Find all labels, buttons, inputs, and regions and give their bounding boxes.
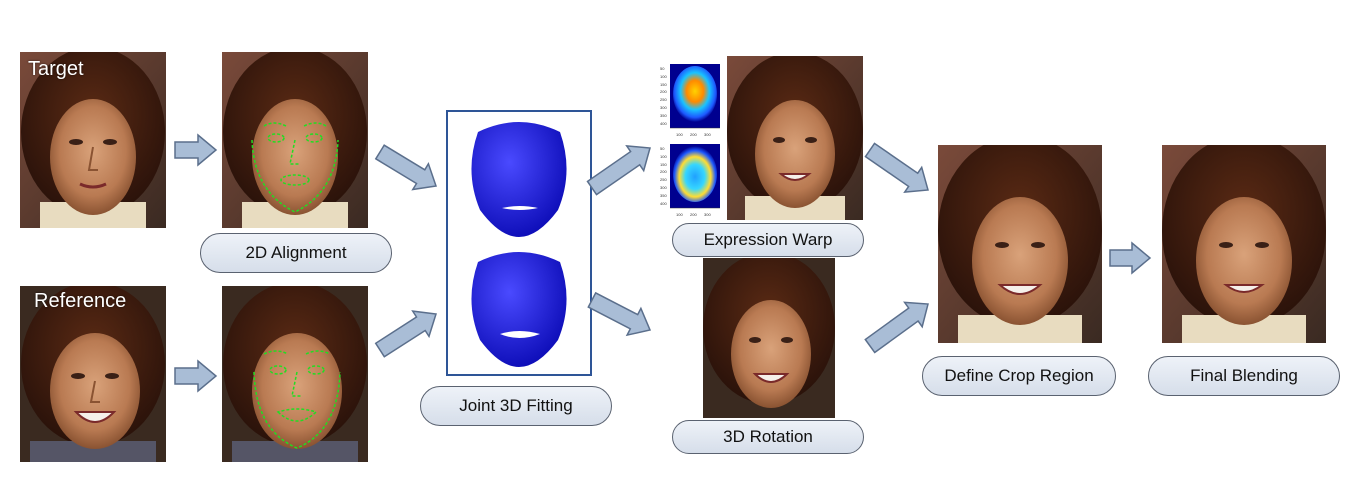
heatmap-top (658, 62, 722, 140)
arrow-rotation-to-crop (864, 301, 929, 354)
heatmap-y-tick: 200 (660, 89, 667, 95)
arrow-reference-to-aligned (174, 359, 218, 393)
stage-joint-3d-fitting: Joint 3D Fitting (420, 386, 612, 426)
heatmap-x-tick: 200 (690, 132, 697, 137)
reference-aligned-photo (222, 286, 368, 462)
heatmap-x-tick: 200 (690, 212, 697, 217)
target-label: Target (28, 58, 84, 80)
stage-label: Final Blending (1190, 366, 1298, 385)
arrow-fitting-to-warp (586, 145, 651, 196)
crop-region-photo (938, 145, 1102, 343)
arrow-fitting-to-rotation (587, 291, 652, 337)
heatmap-y-tick: 150 (660, 81, 667, 87)
heatmap-y-tick: 100 (660, 73, 667, 79)
heatmap-x-tick: 300 (704, 212, 711, 217)
heatmap-bottom (658, 142, 722, 220)
reference-photo: Reference (20, 286, 166, 462)
arrow-crop-to-blending (1109, 241, 1152, 275)
final-blending-photo (1162, 145, 1326, 343)
heatmap-y-tick: 300 (660, 185, 667, 190)
stage-2d-alignment: 2D Alignment (200, 233, 392, 273)
mesh-face-top (471, 122, 567, 237)
heatmap-y-tick: 350 (660, 112, 667, 118)
heatmap-y-tick: 300 (660, 105, 667, 110)
heatmap-x-tick: 300 (704, 132, 711, 137)
mesh-face-bottom (471, 252, 567, 367)
heatmap-x-tick: 100 (676, 132, 683, 137)
stage-3d-rotation: 3D Rotation (672, 420, 864, 454)
reference-label: Reference (34, 290, 127, 312)
arrow-aligned-to-fitting-bottom (374, 310, 437, 358)
heatmap-y-tick: 100 (660, 153, 667, 159)
heatmap-y-tick: 400 (660, 120, 667, 126)
target-photo: Target (20, 52, 166, 228)
stage-label: 3D Rotation (723, 427, 813, 446)
stage-label: Joint 3D Fitting (459, 396, 573, 415)
heatmap-y-tick: 150 (660, 161, 667, 167)
stage-define-crop-region: Define Crop Region (922, 356, 1116, 396)
stage-label: Define Crop Region (944, 366, 1094, 385)
rotation-photo (703, 258, 835, 418)
heatmap-y-tick: 250 (660, 97, 667, 103)
stage-label: Expression Warp (703, 230, 833, 249)
arrow-target-to-aligned (174, 133, 218, 167)
heatmap-y-tick: 400 (660, 200, 667, 206)
target-aligned-photo (222, 52, 368, 228)
arrow-aligned-to-fitting-top (374, 144, 438, 191)
arrow-warp-to-crop (864, 142, 929, 193)
landmark-overlay (253, 350, 341, 449)
landmark-overlay (251, 122, 339, 213)
joint-3d-fitting-panel (446, 110, 592, 376)
heatmap-y-tick: 200 (660, 169, 667, 175)
heatmap-x-tick: 100 (676, 212, 683, 217)
heatmap-y-tick: 50 (660, 146, 665, 151)
stage-final-blending: Final Blending (1148, 356, 1340, 396)
stage-expression-warp: Expression Warp (672, 223, 864, 257)
expression-warp-photo (727, 56, 863, 220)
heatmap-y-tick: 350 (660, 192, 667, 198)
heatmap-y-tick: 250 (660, 177, 667, 183)
heatmap-y-tick: 50 (660, 66, 665, 71)
stage-label: 2D Alignment (245, 243, 347, 262)
